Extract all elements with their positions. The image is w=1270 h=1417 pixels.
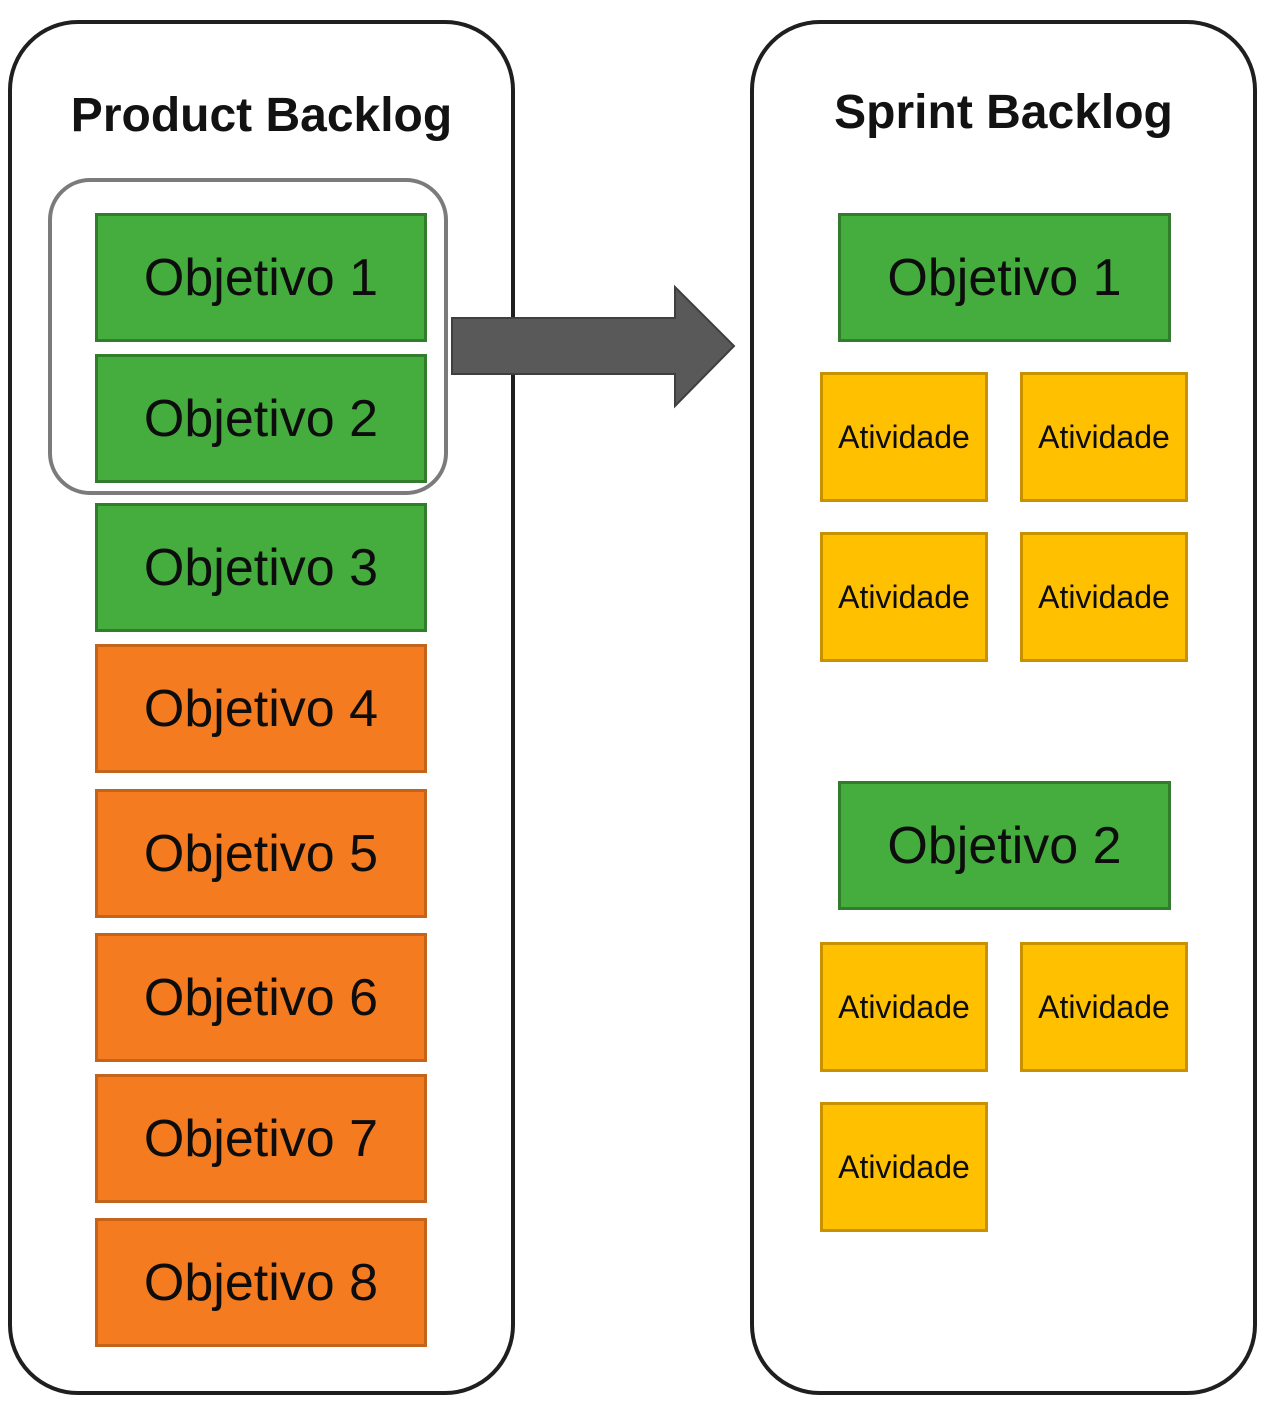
objective-5-box: Objetivo 5 [95,789,427,918]
objective-label: Objetivo 2 [143,389,379,448]
flow-arrow [451,284,736,409]
product-backlog-title: Product Backlog [70,89,453,142]
objective-label: Objetivo 5 [143,824,379,883]
selected-objectives-group-outline [48,178,448,495]
activity-box: Atividade [1020,942,1188,1072]
objective-label: Objetivo 2 [887,816,1122,875]
activity-box: Atividade [820,942,988,1072]
objective-label: Objetivo 1 [143,248,379,307]
activity-label: Atividade [1038,988,1170,1025]
activity-label: Atividade [838,1148,970,1185]
objective-6-box: Objetivo 6 [95,933,427,1062]
activity-box: Atividade [820,1102,988,1232]
objective-label: Objetivo 1 [887,248,1122,307]
objective-label: Objetivo 8 [143,1253,379,1312]
sprint-objective-2-box: Objetivo 2 [838,781,1171,910]
activity-label: Atividade [838,578,970,615]
activity-box: Atividade [1020,532,1188,662]
activity-box: Atividade [820,532,988,662]
activity-label: Atividade [838,988,970,1025]
objective-label: Objetivo 7 [143,1109,379,1168]
objective-label: Objetivo 6 [143,968,379,1027]
activity-label: Atividade [1038,578,1170,615]
objective-2-box: Objetivo 2 [95,354,427,483]
objective-4-box: Objetivo 4 [95,644,427,773]
objective-1-box: Objetivo 1 [95,213,427,342]
objective-8-box: Objetivo 8 [95,1218,427,1347]
activity-box: Atividade [1020,372,1188,502]
activity-label: Atividade [838,418,970,455]
activity-box: Atividade [820,372,988,502]
objective-7-box: Objetivo 7 [95,1074,427,1203]
objective-label: Objetivo 3 [143,538,379,597]
sprint-objective-1-box: Objetivo 1 [838,213,1171,342]
sprint-backlog-title: Sprint Backlog [834,86,1173,139]
flow-arrow-shape [451,284,736,409]
objective-label: Objetivo 4 [143,679,379,738]
activity-label: Atividade [1038,418,1170,455]
objective-3-box: Objetivo 3 [95,503,427,632]
